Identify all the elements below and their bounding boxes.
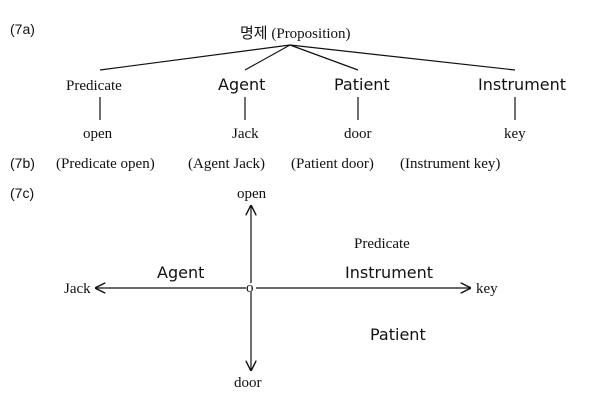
- filler-jack: Jack: [232, 126, 259, 142]
- list-item-instrument-key: (Instrument key): [400, 156, 500, 172]
- role-label-predicate: Predicate: [354, 236, 410, 252]
- section-7b-label: (7b): [10, 155, 35, 171]
- node-agent: Agent: [218, 75, 265, 94]
- root-node-label: 명제 (Proposition): [240, 25, 351, 42]
- axis-label-door: door: [234, 375, 262, 391]
- node-instrument: Instrument: [478, 75, 566, 94]
- section-7a-label: (7a): [10, 21, 35, 37]
- node-predicate: Predicate: [66, 78, 122, 94]
- node-patient: Patient: [334, 75, 390, 94]
- section-7c-label: (7c): [10, 185, 34, 201]
- edge-root-predicate: [99, 44, 291, 71]
- role-label-patient: Patient: [370, 325, 426, 344]
- role-label-instrument: Instrument: [345, 263, 433, 282]
- edge-root-patient: [289, 44, 359, 71]
- list-item-patient-door: (Patient door): [291, 156, 374, 172]
- list-item-predicate-open: (Predicate open): [56, 156, 155, 172]
- filler-key: key: [504, 126, 526, 142]
- role-label-agent: Agent: [157, 263, 204, 282]
- list-item-agent-jack: (Agent Jack): [188, 156, 265, 172]
- edge-root-instrument: [289, 44, 516, 71]
- axis-label-jack: Jack: [64, 281, 91, 297]
- filler-open: open: [83, 126, 113, 142]
- filler-door: door: [344, 126, 372, 142]
- edge-root-agent: [244, 44, 291, 71]
- axis-center: o: [246, 280, 254, 296]
- axis-label-key: key: [476, 281, 498, 297]
- axis-label-open: open: [237, 186, 267, 202]
